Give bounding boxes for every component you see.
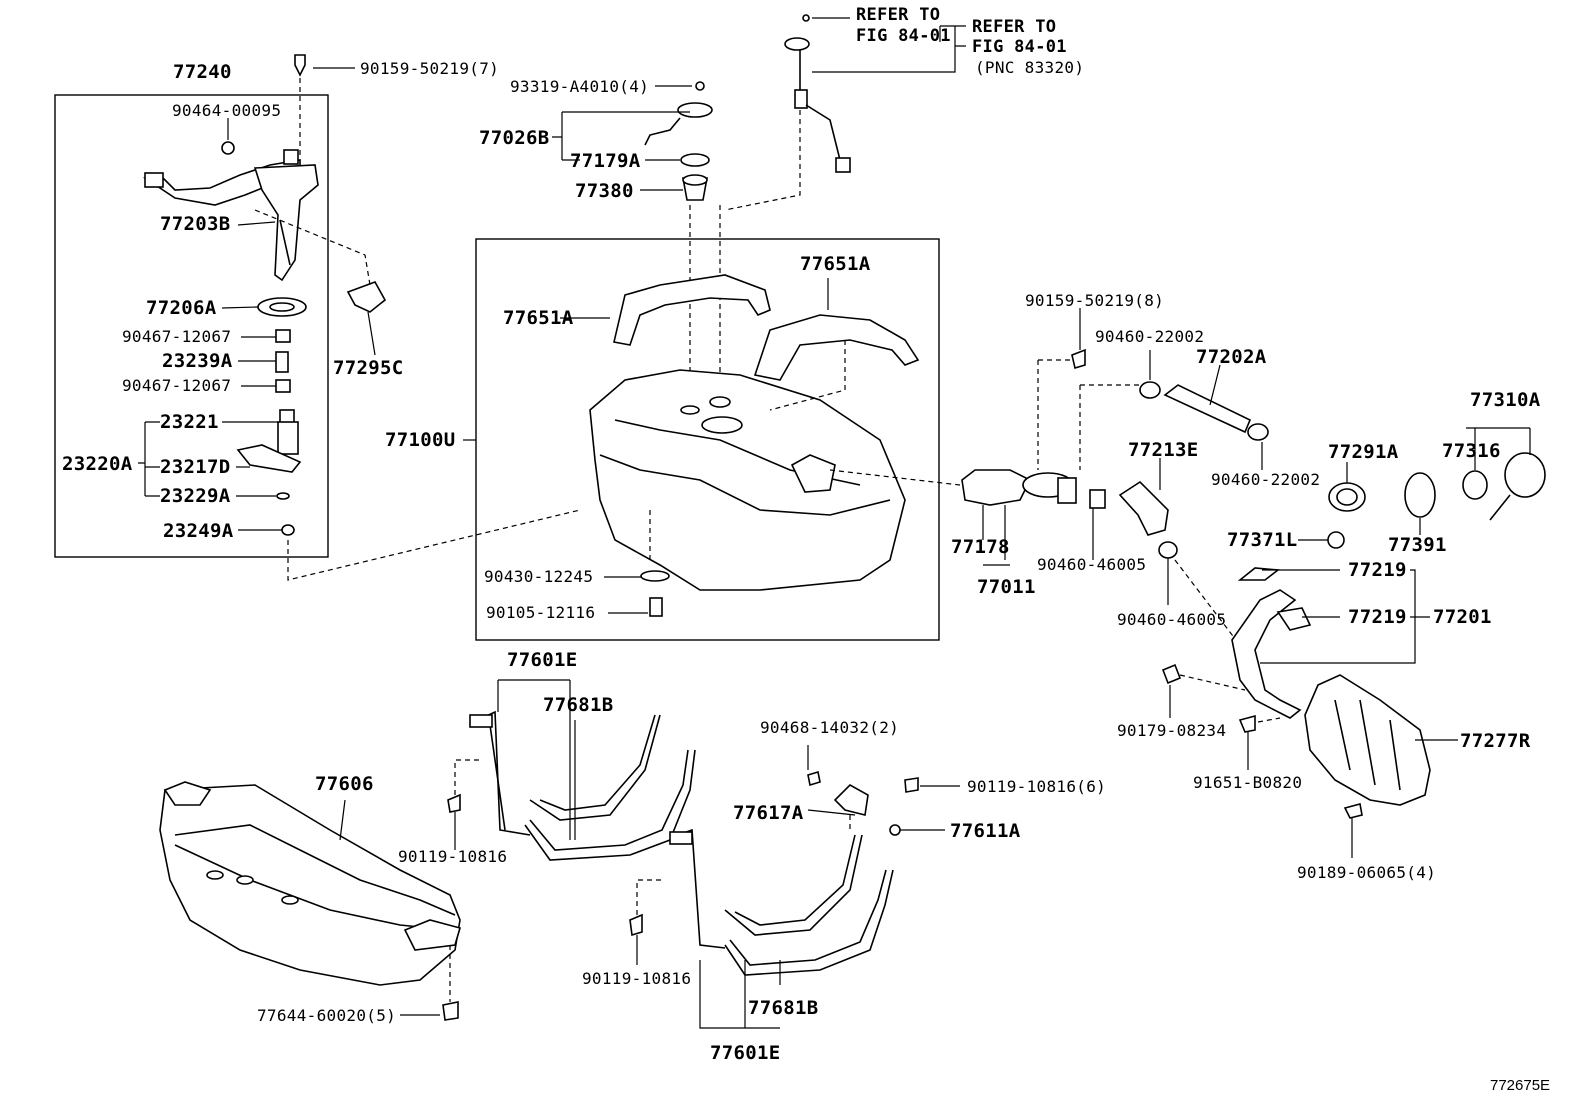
label-90159-50219-7: 90159-50219(7) bbox=[360, 59, 499, 78]
tank-band-lower bbox=[669, 828, 894, 976]
pump-assembly-box bbox=[54, 94, 329, 558]
bolt-91651 bbox=[1238, 714, 1256, 733]
sender-gauge-77026B bbox=[644, 81, 713, 201]
label-90119-10816-b: 90119-10816 bbox=[582, 969, 691, 988]
label-23249A: 23249A bbox=[163, 520, 234, 542]
label-77310A: 77310A bbox=[1470, 389, 1541, 411]
nut-90179 bbox=[1161, 663, 1182, 685]
label-77681B-bot: 77681B bbox=[748, 997, 818, 1019]
bolt-90159-7 bbox=[294, 54, 306, 77]
label-23229A: 23229A bbox=[160, 485, 231, 507]
label-77178: 77178 bbox=[951, 536, 1010, 558]
clamp-90460-22002-bot bbox=[1247, 423, 1269, 441]
hose-77213E bbox=[1118, 480, 1169, 536]
label-90467-12067-a: 90467-12067 bbox=[122, 327, 231, 346]
label-77203B: 77203B bbox=[160, 213, 230, 235]
label-90460-22002-bot: 90460-22002 bbox=[1211, 470, 1320, 489]
screw-90189 bbox=[1343, 803, 1363, 819]
label-23220A: 23220A bbox=[62, 453, 133, 475]
label-77291A: 77291A bbox=[1328, 441, 1399, 463]
bolt-77644 bbox=[442, 1001, 459, 1021]
label-90468-14032: 90468-14032(2) bbox=[760, 718, 899, 737]
fuel-tank-77100U bbox=[589, 369, 906, 591]
label-77179A: 77179A bbox=[570, 150, 641, 172]
label-77380: 77380 bbox=[575, 180, 634, 202]
label-90467-12067-b: 90467-12067 bbox=[122, 376, 231, 395]
label-77651A-right: 77651A bbox=[800, 253, 871, 275]
bolt-90159-8 bbox=[1071, 348, 1086, 370]
label-77011: 77011 bbox=[977, 576, 1036, 598]
label-refer-2c: (PNC 83320) bbox=[975, 58, 1084, 77]
tank-band-upper bbox=[469, 710, 696, 861]
label-77644-60020: 77644-60020(5) bbox=[257, 1006, 396, 1025]
label-77213E: 77213E bbox=[1128, 439, 1198, 461]
bolt-90119-b bbox=[629, 913, 643, 937]
tank-protector-77606 bbox=[159, 781, 461, 986]
pump-parts-stack bbox=[221, 141, 307, 536]
label-77391: 77391 bbox=[1388, 534, 1447, 556]
label-90189-06065: 90189-06065(4) bbox=[1297, 863, 1436, 882]
label-23217D: 23217D bbox=[160, 456, 230, 478]
bracket-77617A bbox=[807, 770, 919, 836]
label-77201: 77201 bbox=[1433, 606, 1492, 628]
label-90464-00095: 90464-00095 bbox=[172, 101, 281, 120]
tank-band-protectors bbox=[613, 274, 920, 381]
label-77611A: 77611A bbox=[950, 820, 1021, 842]
label-77219-a: 77219 bbox=[1348, 559, 1407, 581]
label-refer-1b: FIG 84-01 bbox=[856, 26, 951, 46]
label-77601E-bot: 77601E bbox=[710, 1042, 780, 1064]
label-90460-22002-top: 90460-22002 bbox=[1095, 327, 1204, 346]
label-90159-50219-8: 90159-50219(8) bbox=[1025, 291, 1164, 310]
bolt-90119-a bbox=[447, 793, 461, 813]
gasket-77391 bbox=[1404, 472, 1436, 518]
label-77206A: 77206A bbox=[146, 297, 217, 319]
ring-77371L bbox=[1327, 531, 1345, 549]
fuel-level-sender bbox=[784, 14, 851, 173]
label-90460-46005-a: 90460-46005 bbox=[1037, 555, 1146, 574]
label-23221: 23221 bbox=[160, 411, 219, 433]
clamp-90460-22002-top bbox=[1139, 381, 1161, 399]
label-23239A: 23239A bbox=[162, 350, 233, 372]
label-77606: 77606 bbox=[315, 773, 374, 795]
label-77100U: 77100U bbox=[385, 429, 455, 451]
label-90460-46005-b: 90460-46005 bbox=[1117, 610, 1226, 629]
label-90179-08234: 90179-08234 bbox=[1117, 721, 1226, 740]
label-90119-10816-6: 90119-10816(6) bbox=[967, 777, 1106, 796]
vent-valve-assembly bbox=[961, 469, 1106, 509]
filler-box-77277R bbox=[1304, 674, 1431, 806]
label-refer-2b: FIG 84-01 bbox=[972, 37, 1067, 57]
label-77681B-top: 77681B bbox=[543, 694, 613, 716]
label-77026B: 77026B bbox=[479, 127, 549, 149]
label-90105-12116: 90105-12116 bbox=[486, 603, 595, 622]
fuel-pump-bracket bbox=[142, 149, 319, 282]
label-91651-B0820: 91651-B0820 bbox=[1193, 773, 1302, 792]
label-77316: 77316 bbox=[1442, 440, 1501, 462]
gasket-77316 bbox=[1462, 470, 1488, 500]
label-77202A: 77202A bbox=[1196, 346, 1267, 368]
figure-code: 772675E bbox=[1490, 1077, 1550, 1094]
hose-77202A bbox=[1163, 384, 1252, 434]
cap-77310A bbox=[1504, 452, 1546, 498]
label-90119-10816-a: 90119-10816 bbox=[398, 847, 507, 866]
clamp-77295C bbox=[346, 281, 387, 313]
label-77240: 77240 bbox=[173, 61, 232, 83]
label-77295C: 77295C bbox=[333, 357, 403, 379]
label-93319-A4010: 93319-A4010(4) bbox=[510, 77, 649, 96]
label-77617A: 77617A bbox=[733, 802, 804, 824]
label-90430-12245: 90430-12245 bbox=[484, 567, 593, 586]
washer-90430 bbox=[640, 570, 670, 582]
label-refer-1a: REFER TO bbox=[856, 5, 940, 25]
label-77219-b: 77219 bbox=[1348, 606, 1407, 628]
label-77371L: 77371L bbox=[1227, 529, 1297, 551]
filler-pipe-77201 bbox=[1231, 567, 1312, 719]
label-refer-2a: REFER TO bbox=[972, 17, 1056, 37]
label-77601E-top: 77601E bbox=[507, 649, 577, 671]
label-77651A-left: 77651A bbox=[503, 307, 574, 329]
label-77277R: 77277R bbox=[1460, 730, 1531, 752]
plug-90105 bbox=[649, 597, 663, 617]
clamp-90460-46005b bbox=[1158, 541, 1178, 559]
